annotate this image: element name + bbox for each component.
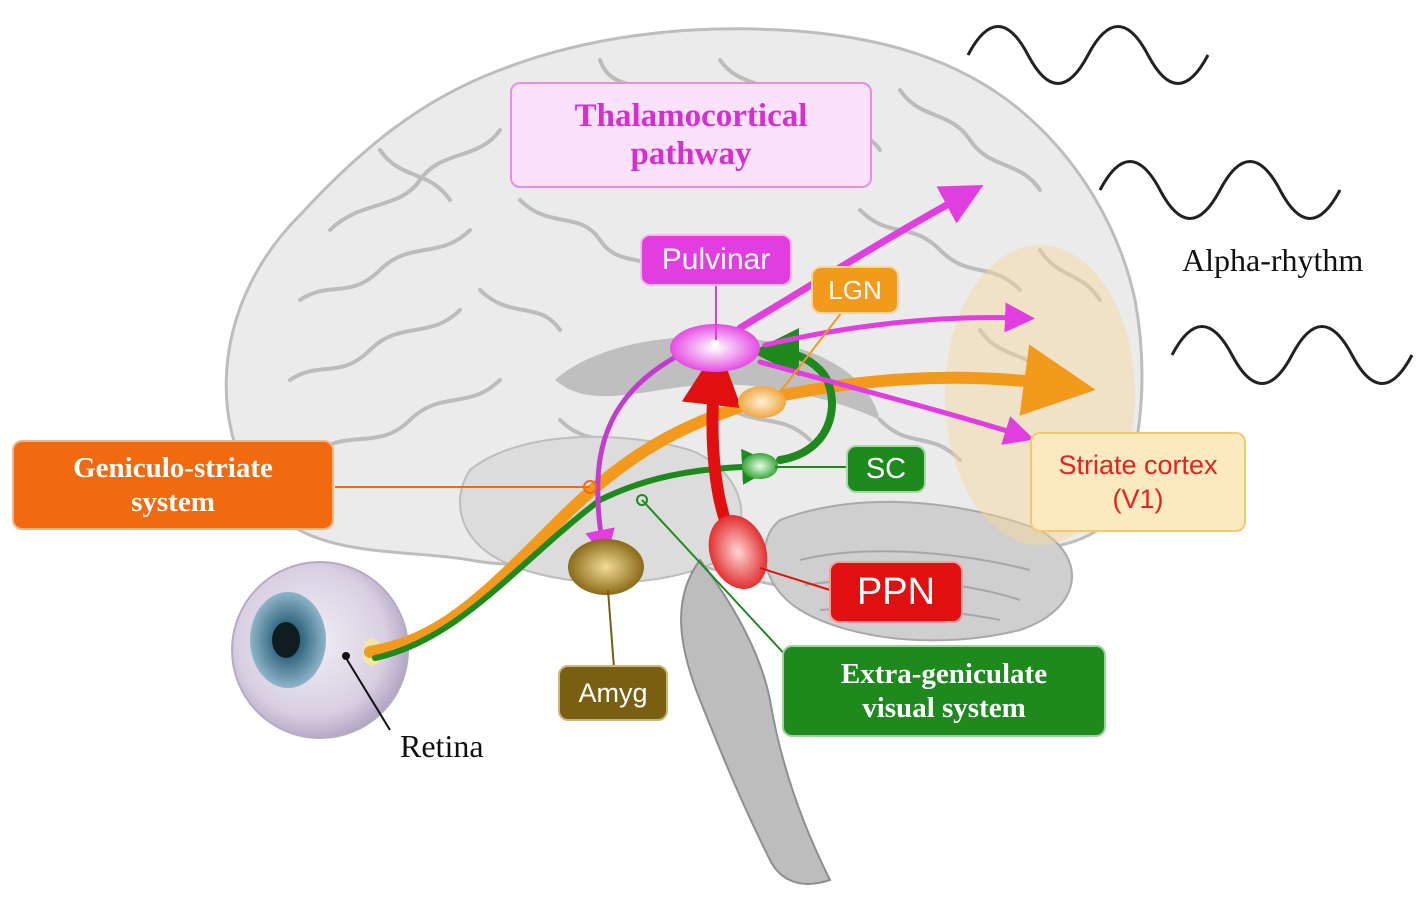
pulvinar-to-cortex-top: [736, 185, 984, 332]
alpha-wave-1: [966, 25, 1210, 85]
pulvinar-to-cortex-mid: [762, 302, 1035, 348]
ppn-label: PPN: [829, 561, 963, 623]
lgn-label: LGN: [811, 266, 899, 314]
nuclei: [568, 324, 786, 595]
amyg-label: Amyg: [558, 665, 668, 721]
eye: [231, 561, 409, 739]
ppn-nucleus: [708, 515, 768, 589]
sc-label: SC: [846, 445, 926, 493]
striate-cortex-label: Striate cortex (V1): [1030, 432, 1246, 532]
thalamocortical-label: Thalamocortical pathway: [510, 82, 872, 188]
geniculo-striate-path: [364, 344, 1096, 658]
pathways: [364, 185, 1096, 661]
lgn-nucleus: [738, 386, 786, 418]
alpha-wave-3: [1170, 325, 1414, 385]
pulvinar-nucleus: [670, 324, 760, 372]
amyg-nucleus: [568, 539, 644, 595]
pulvinar-to-striate: [757, 359, 1035, 445]
pulvinar-to-amyg: [585, 349, 688, 560]
retina-label: Retina: [400, 728, 484, 764]
alpha-rhythm-label: Alpha-rhythm: [1182, 242, 1364, 278]
connectors: [335, 285, 847, 731]
geniculo-striate-label: Geniculo-striate system: [12, 440, 334, 530]
sc-nucleus: [742, 453, 778, 479]
alpha-wave-2: [1098, 160, 1342, 220]
ppn-ascending-path: [681, 345, 742, 526]
pulvinar-label: Pulvinar: [640, 234, 792, 286]
extra-geniculate-label: Extra-geniculate visual system: [782, 645, 1106, 737]
alpha-waves: [966, 25, 1414, 385]
